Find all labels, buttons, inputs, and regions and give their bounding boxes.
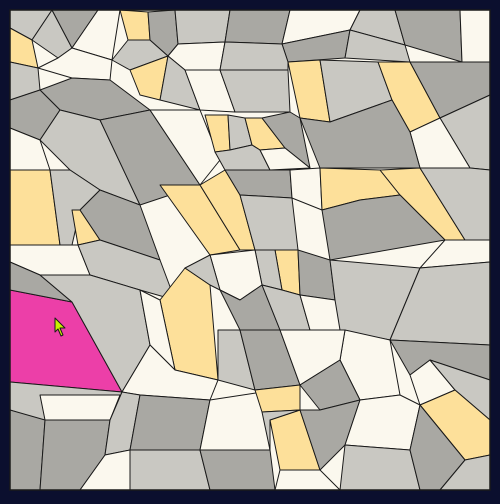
region[interactable] (261, 409, 301, 451)
region[interactable] (459, 9, 491, 63)
region[interactable] (219, 41, 289, 71)
region-group-left[interactable] (9, 89, 221, 301)
region[interactable] (224, 9, 291, 45)
region[interactable] (9, 409, 46, 491)
region[interactable] (129, 394, 211, 451)
region-group-lower[interactable] (9, 261, 491, 491)
region[interactable] (199, 449, 276, 491)
region[interactable] (261, 111, 311, 169)
region[interactable] (321, 194, 446, 261)
region[interactable] (39, 394, 121, 421)
region[interactable] (129, 449, 211, 491)
region-group-right[interactable] (329, 259, 491, 461)
region[interactable] (174, 9, 231, 45)
region[interactable] (344, 29, 411, 63)
region[interactable] (79, 189, 161, 261)
region-group-center[interactable] (159, 111, 491, 381)
board-frame (9, 9, 491, 491)
region[interactable] (259, 147, 311, 171)
region[interactable] (339, 444, 421, 491)
region-group-top[interactable] (9, 9, 491, 71)
region[interactable] (254, 384, 301, 413)
